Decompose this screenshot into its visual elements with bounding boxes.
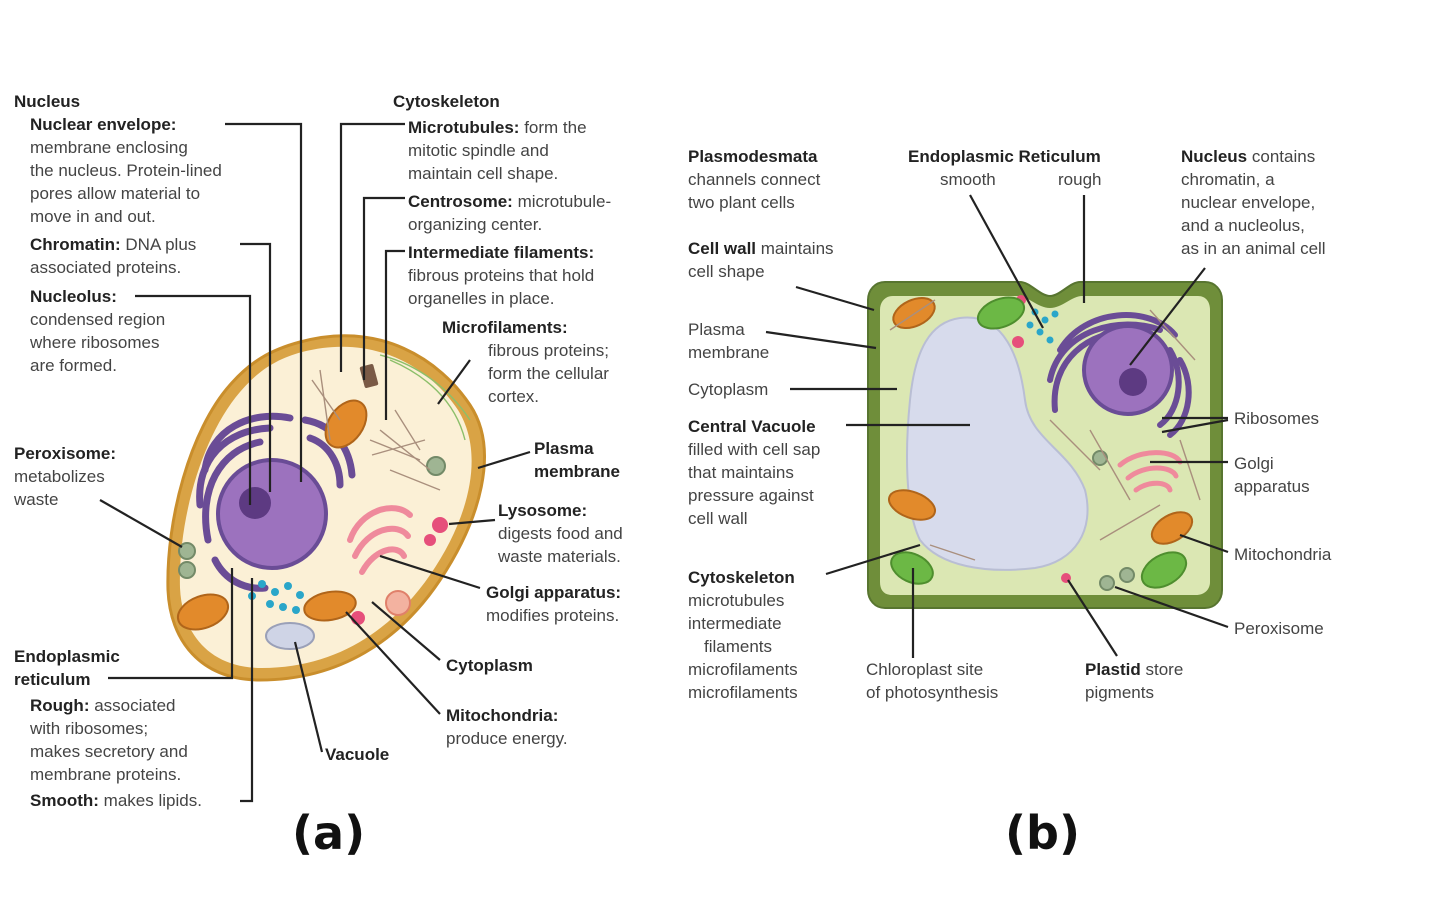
plant-cytoplasm-label: Cytoplasm [688,380,769,399]
plant-peroxisome-label: Peroxisome [1234,619,1324,638]
plant-cytoskeleton [889,299,1201,561]
animal-microtubules-label: Microtubules: form the mitotic spindle a… [408,118,587,183]
plant-nucleus-label: Nucleus contains chromatin, a nuclear en… [1181,147,1326,258]
animal-mitochondria [176,399,368,631]
plant-plasmodesmata-label: Plasmodesmata channels connect two plant… [688,147,821,212]
plant-central-vacuole [906,316,1089,571]
animal-vacuole-label: Vacuole [325,745,390,764]
animal-cytoplasm-label: Cytoplasm [446,656,533,675]
animal-nucleus-heading: Nucleus [14,92,81,111]
plant-plasma-membrane-label: Plasma membrane [688,320,770,362]
animal-rough-er-label: Rough: associated with ribosomes; makes … [30,696,188,784]
plant-central-vacuole-label: Central Vacuole filled with cell sap tha… [688,417,821,528]
animal-lysosomes [351,517,448,625]
animal-cytoskeleton [311,369,441,491]
animal-rough-er [196,412,356,592]
animal-nucleolus [239,487,271,519]
panel-b-label: (b) [1005,806,1080,860]
plant-er-smooth-label: smooth [940,170,996,189]
animal-centrosome-label: Centrosome: microtubule- organizing cent… [408,192,612,234]
animal-intermediate-filaments-label: Intermediate filaments: fibrous proteins… [408,243,595,308]
plant-er-rough-label: rough [1058,170,1102,189]
plant-er-label: Endoplasmic Reticulum [908,147,1101,166]
animal-smooth-er [248,580,304,614]
plant-cytoskeleton-label: Cytoskeleton microtubules intermediate f… [688,568,798,702]
animal-golgi [347,505,413,575]
plant-golgi-label: Golgi apparatus [1234,454,1310,496]
plant-peroxisomes [1092,450,1135,591]
animal-microfilaments [379,354,471,441]
plant-plastid-label: Plastid store pigments [1085,660,1184,702]
animal-peroxisome-label: Peroxisome: metabolizes waste [14,444,117,509]
animal-er-label: Endoplasmic reticulum [14,647,120,689]
animal-golgi-label: Golgi apparatus: modifies proteins. [486,583,622,625]
animal-leader-lines [99,122,531,803]
plant-cell-wall-label: Cell wall maintains cell shape [688,239,834,281]
plant-leader-lines [765,194,1229,658]
plant-chloroplast-label: Chloroplast site of photosynthesis [866,660,999,702]
animal-vacuole [265,622,315,650]
plant-cell [765,194,1229,658]
animal-mitochondria-label: Mitochondria: produce energy. [446,706,568,748]
plant-mitochondria-label: Mitochondria [1234,545,1332,564]
plant-smooth-er [1026,308,1059,344]
animal-lysosome-label: Lysosome: digests food and waste materia… [498,501,623,566]
plant-chloroplasts [890,296,1188,589]
animal-smooth-er-label: Smooth: makes lipids. [30,791,202,810]
plant-golgi [1117,450,1183,493]
animal-nucleus [216,458,328,570]
animal-chromatin-label: Chromatin: DNA plus associated proteins. [30,235,197,277]
animal-plasma-membrane-label: Plasma membrane [534,439,620,481]
animal-microfilaments-label: Microfilaments: fibrous proteins; form t… [442,318,609,406]
animal-nucleolus-label: Nucleolus: condensed region where riboso… [30,287,166,375]
plant-ribosomes-label: Ribosomes [1234,409,1320,428]
animal-peroxisomes [178,456,446,579]
animal-cell [99,122,531,803]
animal-nuclear-envelope-label: Nuclear envelope: membrane enclosing the… [30,115,222,226]
animal-cytoskeleton-heading: Cytoskeleton [393,92,500,111]
plant-nucleolus [1119,368,1147,396]
panel-a-label: (a) [292,806,366,860]
